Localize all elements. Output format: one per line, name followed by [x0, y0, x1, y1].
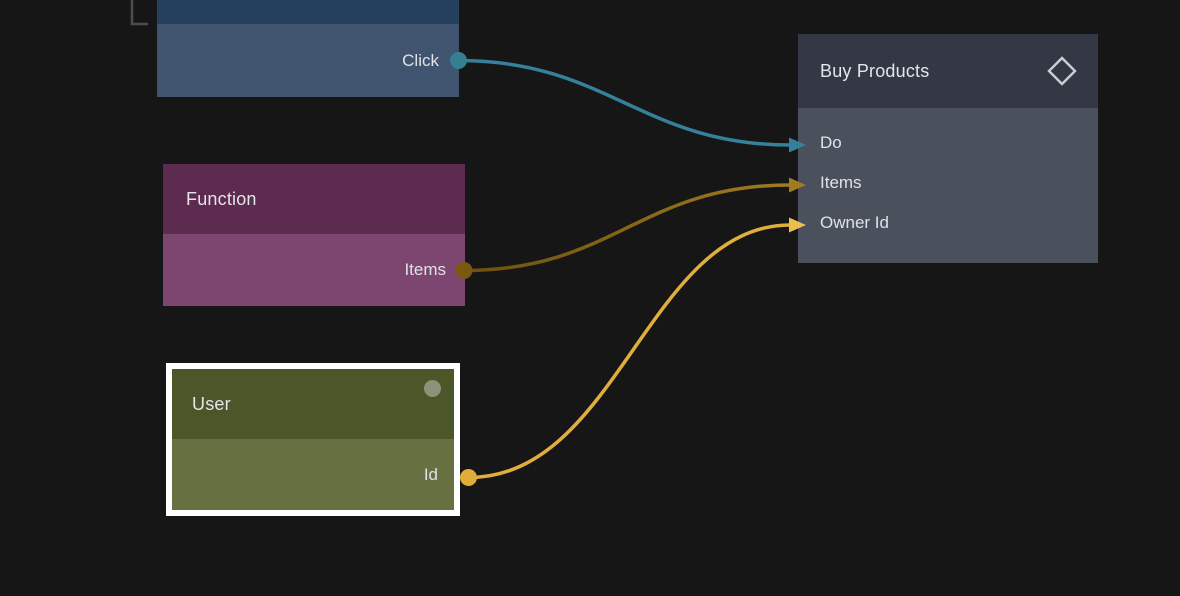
node-user-header[interactable]: User: [172, 369, 454, 439]
node-function-title: Function: [186, 188, 257, 209]
connection-items-items[interactable]: [463, 183, 791, 273]
diamond-icon: [1047, 56, 1077, 86]
output-port-items-label: Items: [404, 260, 446, 279]
node-user[interactable]: User Id: [166, 363, 460, 516]
output-port-id[interactable]: Id: [172, 439, 454, 510]
node-click-header[interactable]: [157, 0, 459, 24]
node-buy-products-title: Buy Products: [820, 60, 930, 81]
node-function-header[interactable]: Function: [163, 164, 465, 234]
connection-id-owner-id[interactable]: [468, 223, 791, 480]
output-port-id-label: Id: [423, 464, 438, 484]
node-buy-products-header[interactable]: Buy Products: [798, 34, 1098, 108]
input-port-owner-id-label: Owner Id: [820, 213, 889, 232]
connection-click-do[interactable]: [458, 58, 791, 147]
input-port-do[interactable]: Do: [798, 123, 1098, 163]
node-function[interactable]: Function Items: [163, 164, 465, 306]
node-buy-products-body: Do Items Owner Id: [798, 108, 1098, 263]
input-port-items[interactable]: Items: [798, 163, 1098, 203]
diamond-icon-outline: [1047, 56, 1077, 86]
input-port-do-label: Do: [820, 133, 842, 152]
input-port-owner-id[interactable]: Owner Id: [798, 203, 1098, 243]
node-function-body: Items: [163, 234, 465, 306]
node-buy-products[interactable]: Buy Products Do Items Owner Id: [798, 34, 1098, 263]
node-user-body: Id: [172, 439, 454, 510]
frame-corner-line: [130, 0, 148, 26]
output-port-click-label: Click: [402, 50, 439, 70]
output-port-items[interactable]: Items: [163, 234, 465, 306]
input-port-items-label: Items: [820, 173, 862, 192]
node-user-title: User: [192, 393, 231, 414]
output-port-click[interactable]: Click: [157, 24, 459, 97]
node-click[interactable]: Click: [157, 0, 459, 97]
node-click-body: Click: [157, 24, 459, 97]
port-dot-id-icon[interactable]: [460, 469, 477, 486]
status-dot-icon: [424, 380, 441, 397]
